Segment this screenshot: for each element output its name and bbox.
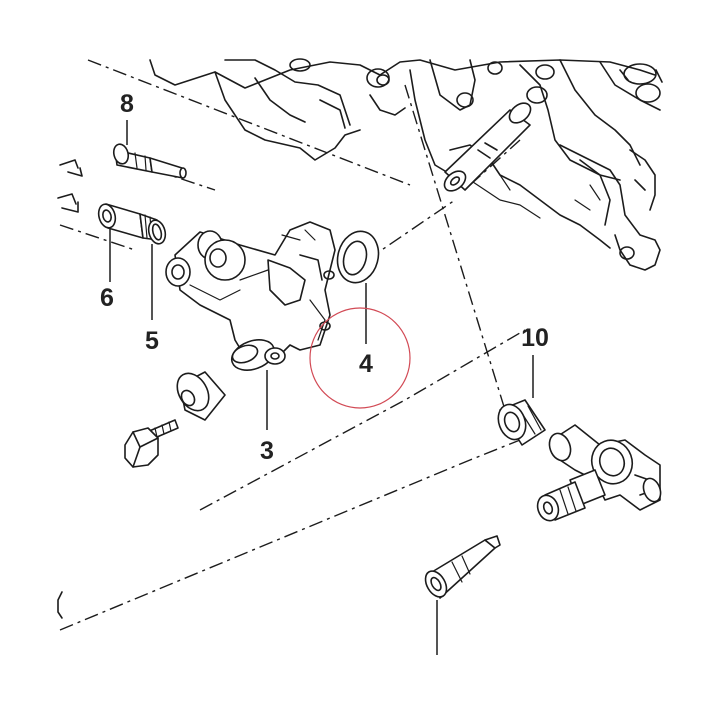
part-6-sleeve — [97, 203, 159, 282]
part-5-o-ring — [147, 219, 167, 320]
left-edge-mark — [57, 591, 63, 619]
callout-4: 4 — [359, 350, 373, 378]
part-4-highlight-circle — [309, 307, 411, 409]
coupling-fitting — [536, 424, 662, 522]
callout-3: 3 — [260, 437, 274, 465]
part-8-pin — [112, 120, 187, 179]
part-4-seal-ring — [336, 230, 380, 344]
part-10-grommet — [497, 355, 546, 446]
callout-8: 8 — [120, 90, 134, 118]
callout-6: 6 — [100, 284, 114, 312]
callout-5: 5 — [145, 327, 159, 355]
callout-10: 10 — [521, 324, 549, 352]
engine-housing — [149, 58, 663, 271]
left-clips — [57, 159, 83, 213]
part-3-valve-body — [165, 221, 336, 430]
reference-lines — [59, 59, 526, 631]
bushing-and-bolt — [124, 371, 226, 468]
bottom-plug — [424, 535, 501, 655]
